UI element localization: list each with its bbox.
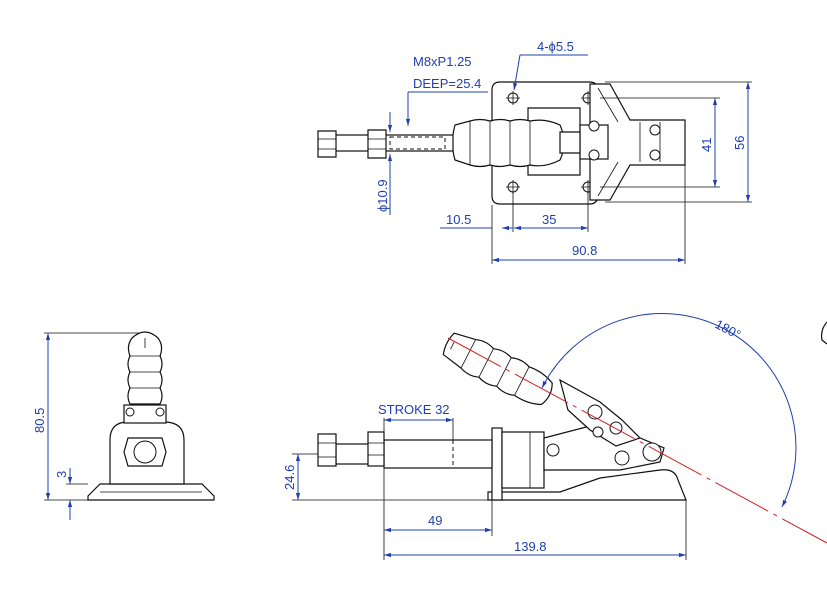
front-bolt xyxy=(335,443,371,465)
front-handle-grip xyxy=(442,332,553,406)
dim-diameter-10-9: ϕ10.9 xyxy=(375,179,390,212)
front-flange xyxy=(491,427,503,501)
dim-49: 49 xyxy=(428,513,442,528)
dim-41: 41 xyxy=(699,138,714,152)
angle-label: 180° xyxy=(713,316,744,342)
side-handle-grip xyxy=(127,331,163,405)
front-hex-nut xyxy=(367,431,385,467)
top-view: M8xP1.25 DEEP=25.4 4-ϕ5.5 ϕ10.9 10.5 35 … xyxy=(317,39,752,264)
center-line xyxy=(447,337,827,544)
dim-35: 35 xyxy=(542,212,556,227)
top-hex-nut xyxy=(367,129,387,159)
dim-56: 56 xyxy=(732,136,747,150)
thread-note-line1: M8xP1.25 xyxy=(413,54,472,69)
front-plunger xyxy=(383,439,493,469)
partial-edge-part xyxy=(820,321,827,345)
holes-note: 4-ϕ5.5 xyxy=(537,39,574,54)
top-hex-nut xyxy=(317,130,337,158)
dim-139-8: 139.8 xyxy=(514,539,547,554)
front-guide xyxy=(501,431,545,489)
dim-3: 3 xyxy=(54,471,69,478)
thread-note-line2: DEEP=25.4 xyxy=(413,76,481,91)
front-view: 180° STROKE 32 24.6 49 139.8 xyxy=(282,313,827,560)
dim-10-5: 10.5 xyxy=(446,212,471,227)
side-view: 80.5 3 xyxy=(32,331,215,520)
dim-24-6: 24.6 xyxy=(282,465,297,490)
stroke-label: STROKE 32 xyxy=(378,402,450,417)
dim-90-8: 90.8 xyxy=(572,243,597,258)
dim-80-5: 80.5 xyxy=(32,408,47,433)
top-handle-grip xyxy=(451,118,565,168)
side-link xyxy=(123,404,167,424)
front-hex-nut xyxy=(317,433,337,467)
